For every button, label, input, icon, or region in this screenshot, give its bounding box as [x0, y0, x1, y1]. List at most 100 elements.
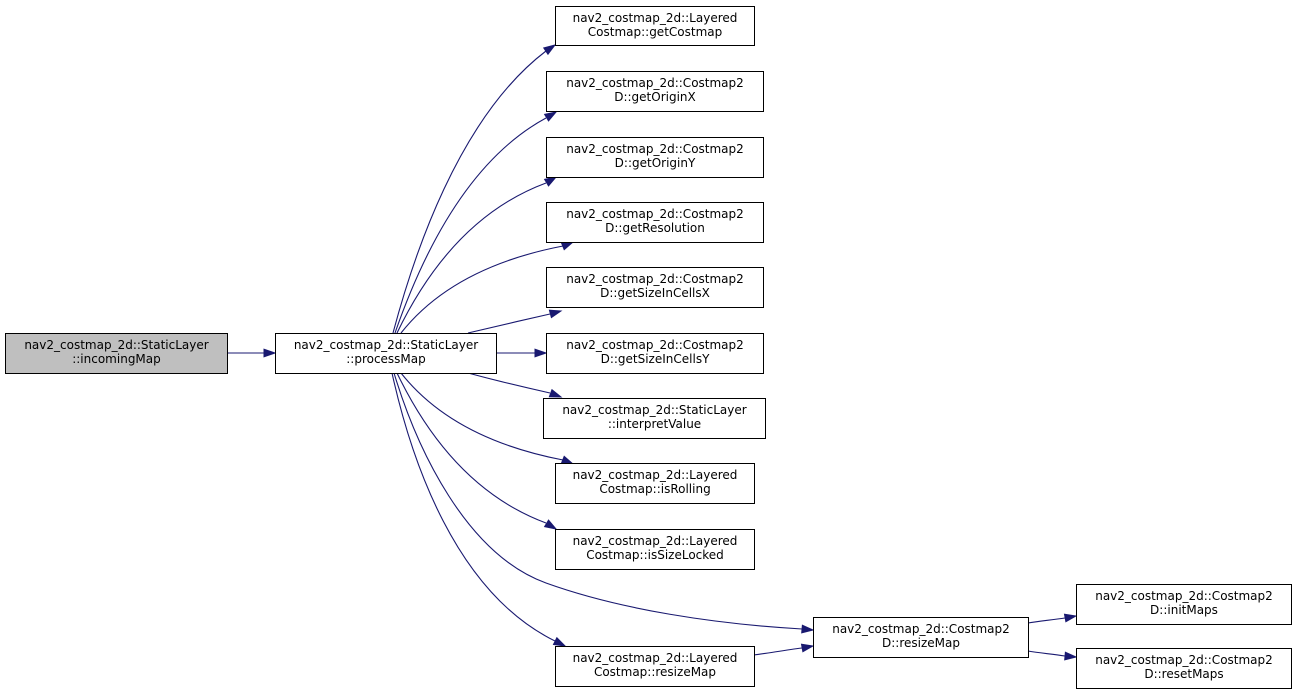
edge-processMap-to-lc_resizeMap: [391, 372, 567, 647]
edge-processMap-to-c2d_getOriginY: [396, 176, 558, 334]
edge-lc_resizeMap-to-c2d_resizeMap: [753, 643, 815, 656]
arrowhead-icon: [263, 348, 277, 358]
node-lc_resizeMap[interactable]: nav2_costmap_2d::LayeredCostmap::resizeM…: [555, 646, 755, 687]
node-label-line: nav2_costmap_2d::Layered: [573, 11, 738, 25]
arrowhead-icon: [1064, 651, 1078, 661]
node-box: [813, 617, 1029, 658]
node-label-line: ::interpretValue: [608, 417, 701, 431]
edge-processMap-to-c2d_getSizeInCellsX: [467, 309, 563, 334]
arrowhead-icon: [552, 636, 567, 647]
node-box: [543, 398, 766, 439]
node-label-line: Costmap::getCostmap: [588, 25, 722, 39]
node-label-line: nav2_costmap_2d::StaticLayer: [24, 338, 208, 352]
node-label-line: Costmap::isRolling: [599, 482, 710, 496]
node-lc_isSizeLocked[interactable]: nav2_costmap_2d::LayeredCostmap::isSizeL…: [555, 529, 755, 570]
node-sl_interpretValue[interactable]: nav2_costmap_2d::StaticLayer::interpretV…: [543, 398, 766, 439]
node-label-line: nav2_costmap_2d::Layered: [573, 651, 738, 665]
node-box: [546, 333, 764, 374]
node-c2d_getSizeInCellsX[interactable]: nav2_costmap_2d::Costmap2D::getSizeInCel…: [546, 267, 764, 308]
call-graph-edges: [227, 44, 1078, 661]
node-label-line: D::getOriginY: [615, 156, 696, 170]
arrowhead-icon: [543, 519, 558, 530]
edge-line: [467, 372, 551, 394]
node-box: [275, 333, 497, 374]
edge-line: [396, 182, 547, 334]
arrowhead-icon: [548, 388, 563, 398]
arrowhead-icon: [1063, 613, 1078, 623]
node-box: [546, 71, 764, 112]
node-label-line: nav2_costmap_2d::Costmap2: [1095, 589, 1273, 603]
edge-processMap-to-sl_interpretValue: [467, 372, 563, 398]
arrowhead-icon: [534, 348, 548, 358]
node-label-line: nav2_costmap_2d::Costmap2: [566, 76, 744, 90]
node-label-line: D::getSizeInCellsX: [600, 286, 710, 300]
node-box: [5, 333, 228, 374]
edge-processMap-to-c2d_resizeMap: [393, 372, 815, 634]
node-box: [546, 202, 764, 243]
edge-c2d_resizeMap-to-c2d_resetMaps: [1027, 650, 1078, 661]
edge-line: [392, 50, 547, 334]
node-label-line: nav2_costmap_2d::Layered: [573, 468, 738, 482]
edge-c2d_resizeMap-to-c2d_initMaps: [1027, 613, 1078, 624]
edge-line: [1027, 650, 1066, 657]
node-box: [555, 463, 755, 504]
arrowhead-icon: [543, 111, 558, 122]
edge-processMap-to-c2d_getOriginX: [394, 111, 558, 334]
node-lc_getCostmap[interactable]: nav2_costmap_2d::LayeredCostmap::getCost…: [555, 6, 755, 46]
node-label-line: D::initMaps: [1150, 603, 1218, 617]
arrowhead-icon: [560, 241, 575, 251]
node-label-line: nav2_costmap_2d::Costmap2: [566, 272, 744, 286]
node-label-line: nav2_costmap_2d::Costmap2: [566, 338, 744, 352]
node-label-line: nav2_costmap_2d::Costmap2: [1095, 653, 1273, 667]
node-box: [546, 267, 764, 308]
call-graph-nodes: nav2_costmap_2d::StaticLayer::incomingMa…: [5, 6, 1292, 689]
node-label-line: ::incomingMap: [72, 352, 161, 366]
node-label-line: Costmap::isSizeLocked: [586, 548, 724, 562]
edge-line: [400, 245, 564, 334]
node-box: [555, 646, 755, 687]
node-label-line: nav2_costmap_2d::Layered: [573, 534, 738, 548]
arrowhead-icon: [801, 624, 815, 634]
edge-line: [400, 372, 564, 461]
node-box: [546, 137, 764, 178]
node-label-line: D::getOriginX: [614, 90, 696, 104]
edge-line: [753, 647, 803, 656]
node-label-line: nav2_costmap_2d::StaticLayer: [294, 338, 478, 352]
node-label-line: nav2_costmap_2d::Costmap2: [566, 207, 744, 221]
edge-line: [393, 372, 803, 630]
node-label-line: D::getResolution: [605, 221, 705, 235]
node-label-line: D::getSizeInCellsY: [601, 352, 710, 366]
edge-line: [396, 372, 547, 524]
edge-line: [391, 372, 556, 642]
arrowhead-icon: [560, 455, 575, 465]
node-label-line: Costmap::resizeMap: [594, 665, 716, 679]
node-label-line: nav2_costmap_2d::Costmap2: [566, 142, 744, 156]
node-c2d_getResolution[interactable]: nav2_costmap_2d::Costmap2D::getResolutio…: [546, 202, 764, 243]
node-box: [555, 6, 755, 46]
node-incomingMap: nav2_costmap_2d::StaticLayer::incomingMa…: [5, 333, 228, 374]
node-label-line: nav2_costmap_2d::Costmap2: [832, 622, 1010, 636]
node-c2d_getSizeInCellsY[interactable]: nav2_costmap_2d::Costmap2D::getSizeInCel…: [546, 333, 764, 374]
node-label-line: ::processMap: [346, 352, 426, 366]
arrowhead-icon: [548, 309, 563, 319]
edge-line: [1027, 617, 1066, 624]
node-label-line: D::resetMaps: [1144, 667, 1223, 681]
arrowhead-icon: [542, 44, 557, 56]
node-lc_isRolling[interactable]: nav2_costmap_2d::LayeredCostmap::isRolli…: [555, 463, 755, 504]
node-box: [1076, 584, 1292, 625]
node-box: [1076, 648, 1292, 689]
arrowhead-icon: [543, 176, 558, 187]
node-label-line: D::resizeMap: [882, 636, 960, 650]
node-processMap[interactable]: nav2_costmap_2d::StaticLayer::processMap: [275, 333, 497, 374]
edge-processMap-to-lc_getCostmap: [392, 44, 557, 334]
edge-processMap-to-lc_isSizeLocked: [396, 372, 558, 530]
arrowhead-icon: [800, 643, 815, 653]
edge-line: [394, 117, 547, 334]
node-box: [555, 529, 755, 570]
